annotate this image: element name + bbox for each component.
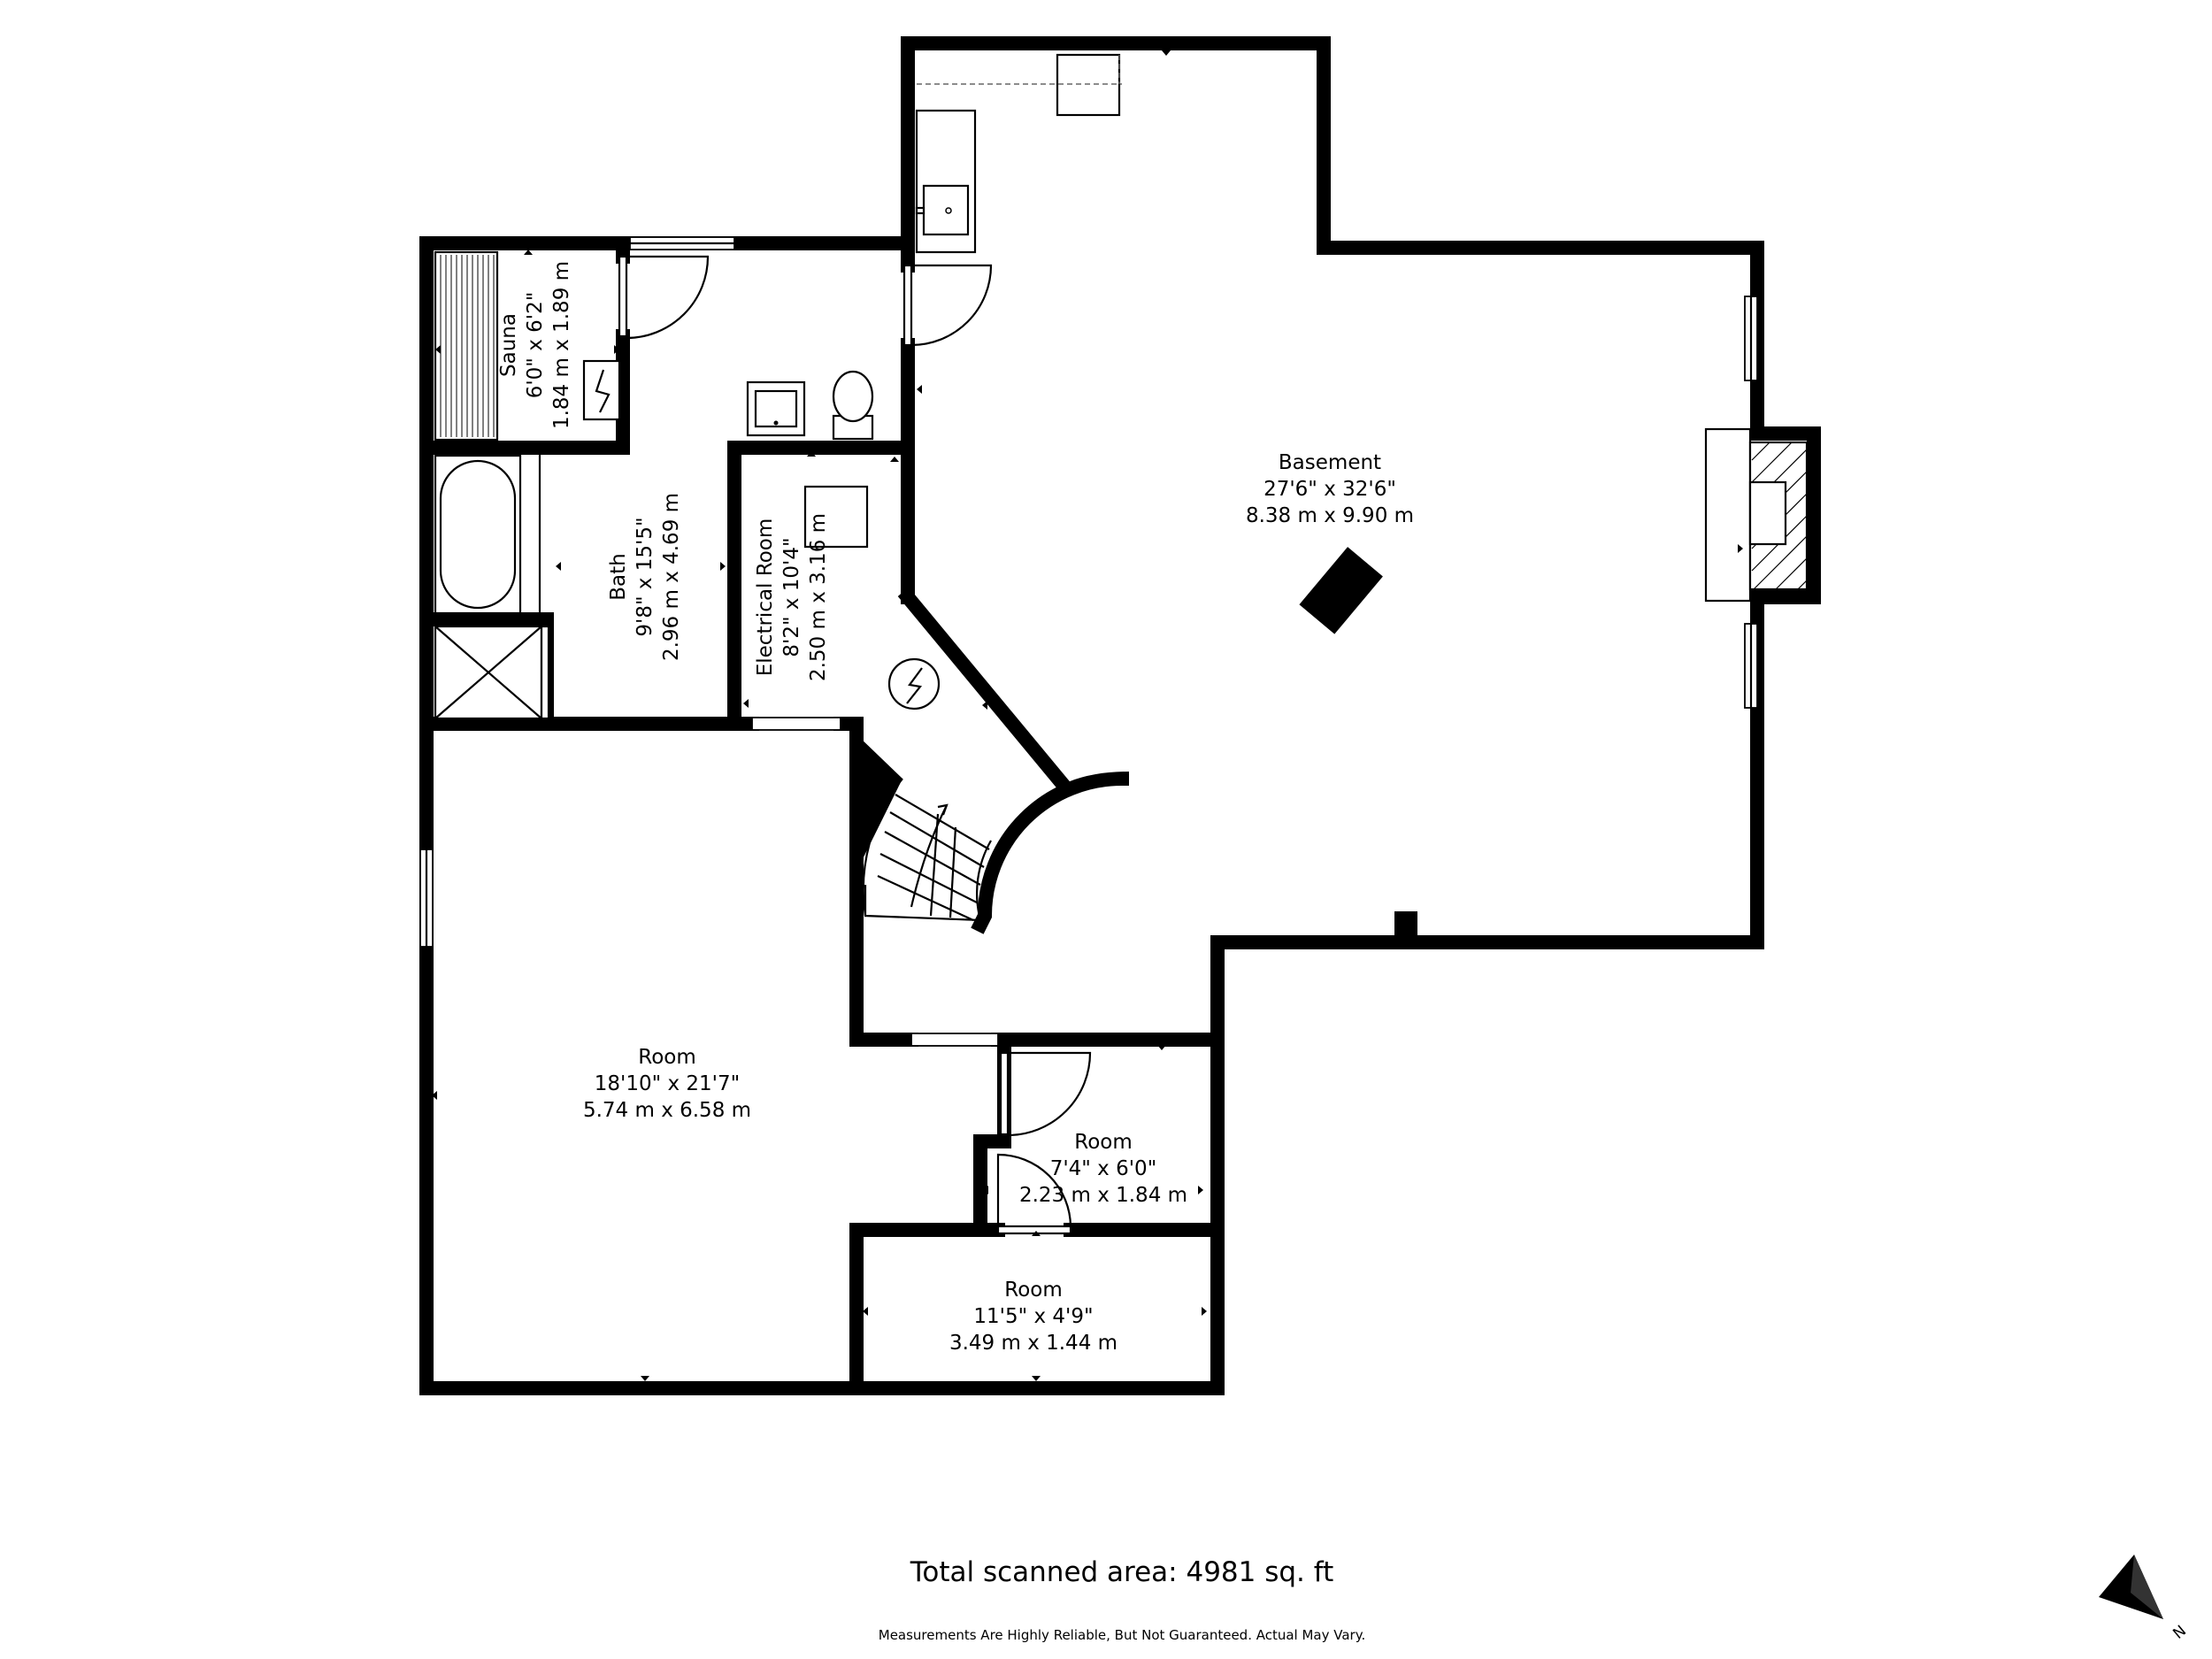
door-swing-bottom-room [996,1153,1072,1227]
disclaimer: Measurements Are Highly Reliable, But No… [879,1627,1365,1643]
room-small-name: Room [1074,1131,1133,1154]
room-bottom-metric: 3.49 m x 1.44 m [949,1332,1118,1355]
door-swing-small-room [1007,1051,1092,1137]
total-area: Total scanned area: 4981 sq. ft [910,1556,1334,1588]
opening-stair [910,1033,999,1047]
room-bottom-imperial: 11'5" x 4'9" [973,1305,1093,1328]
sauna-wall [419,329,630,455]
support-column [1299,547,1383,634]
wall-column [1394,911,1417,943]
electrical-imperial: 8'2" x 10'4" [780,537,803,657]
room-large-name: Room [638,1046,696,1069]
stair-curve-wall [971,771,1130,934]
bath-name: Bath [607,553,630,600]
opening-electrical [751,717,841,731]
dimension-ticks [432,50,1743,1381]
label-room-small: Room 7'4" x 6'0" 2.23 m x 1.84 m [1019,1131,1187,1207]
label-basement: Basement 27'6" x 32'6" 8.38 m x 9.90 m [1246,451,1414,527]
staircase [862,778,992,922]
firebox [1748,480,1787,546]
room-small-metric: 2.23 m x 1.84 m [1019,1184,1187,1207]
sauna-imperial: 6'0" x 6'2" [524,292,547,399]
bath-metric: 2.96 m x 4.69 m [660,493,683,661]
label-electrical: Electrical Room 8'2" x 10'4" 2.50 m x 3.… [754,513,830,681]
door-basement [902,264,913,347]
room-bottom-name: Room [1004,1279,1063,1302]
stair-direction-arrow [910,804,948,908]
electrical-icon [887,657,941,710]
door-swing-basement [910,264,993,347]
room-labels: Sauna 6'0" x 6'2" 1.84 m x 1.89 m Bath 9… [497,261,1414,1355]
door-swing-bath [626,255,710,340]
electrical-name: Electrical Room [754,518,777,677]
north-arrow-icon: N [2099,1555,2190,1643]
compass-label: N [2170,1622,2190,1642]
walls [419,36,1821,1395]
room-small-imperial: 7'4" x 6'0" [1050,1157,1157,1180]
door-bath [618,255,628,338]
windows [419,236,1758,1047]
electrical-panel [803,485,869,549]
electrical-metric: 2.50 m x 3.16 m [807,513,830,681]
basement-metric: 8.38 m x 9.90 m [1246,504,1414,527]
label-bath: Bath 9'8" x 15'5" 2.96 m x 4.69 m [607,493,683,661]
label-room-large: Room 18'10" x 21'7" 5.74 m x 6.58 m [583,1046,751,1122]
bath-imperial: 9'8" x 15'5" [634,517,657,636]
sauna-name: Sauna [497,313,520,377]
label-room-bottom: Room 11'5" x 4'9" 3.49 m x 1.44 m [949,1279,1118,1355]
door-bottom-room [996,1225,1072,1235]
basement-name: Basement [1279,451,1381,474]
door-small-room [999,1051,1010,1136]
label-sauna: Sauna 6'0" x 6'2" 1.84 m x 1.89 m [497,261,573,429]
room-large-metric: 5.74 m x 6.58 m [583,1099,751,1122]
fixtures [434,53,1809,720]
top-appliance [1056,53,1121,117]
room-large-imperial: 18'10" x 21'7" [595,1072,740,1095]
doors [618,255,1092,1235]
basement-imperial: 27'6" x 32'6" [1263,478,1396,501]
stair-wall-fill [856,734,902,872]
fireplace-hearth [1704,427,1752,603]
sauna-metric: 1.84 m x 1.89 m [550,261,573,429]
electrical-diagonal-wall [897,587,1072,794]
